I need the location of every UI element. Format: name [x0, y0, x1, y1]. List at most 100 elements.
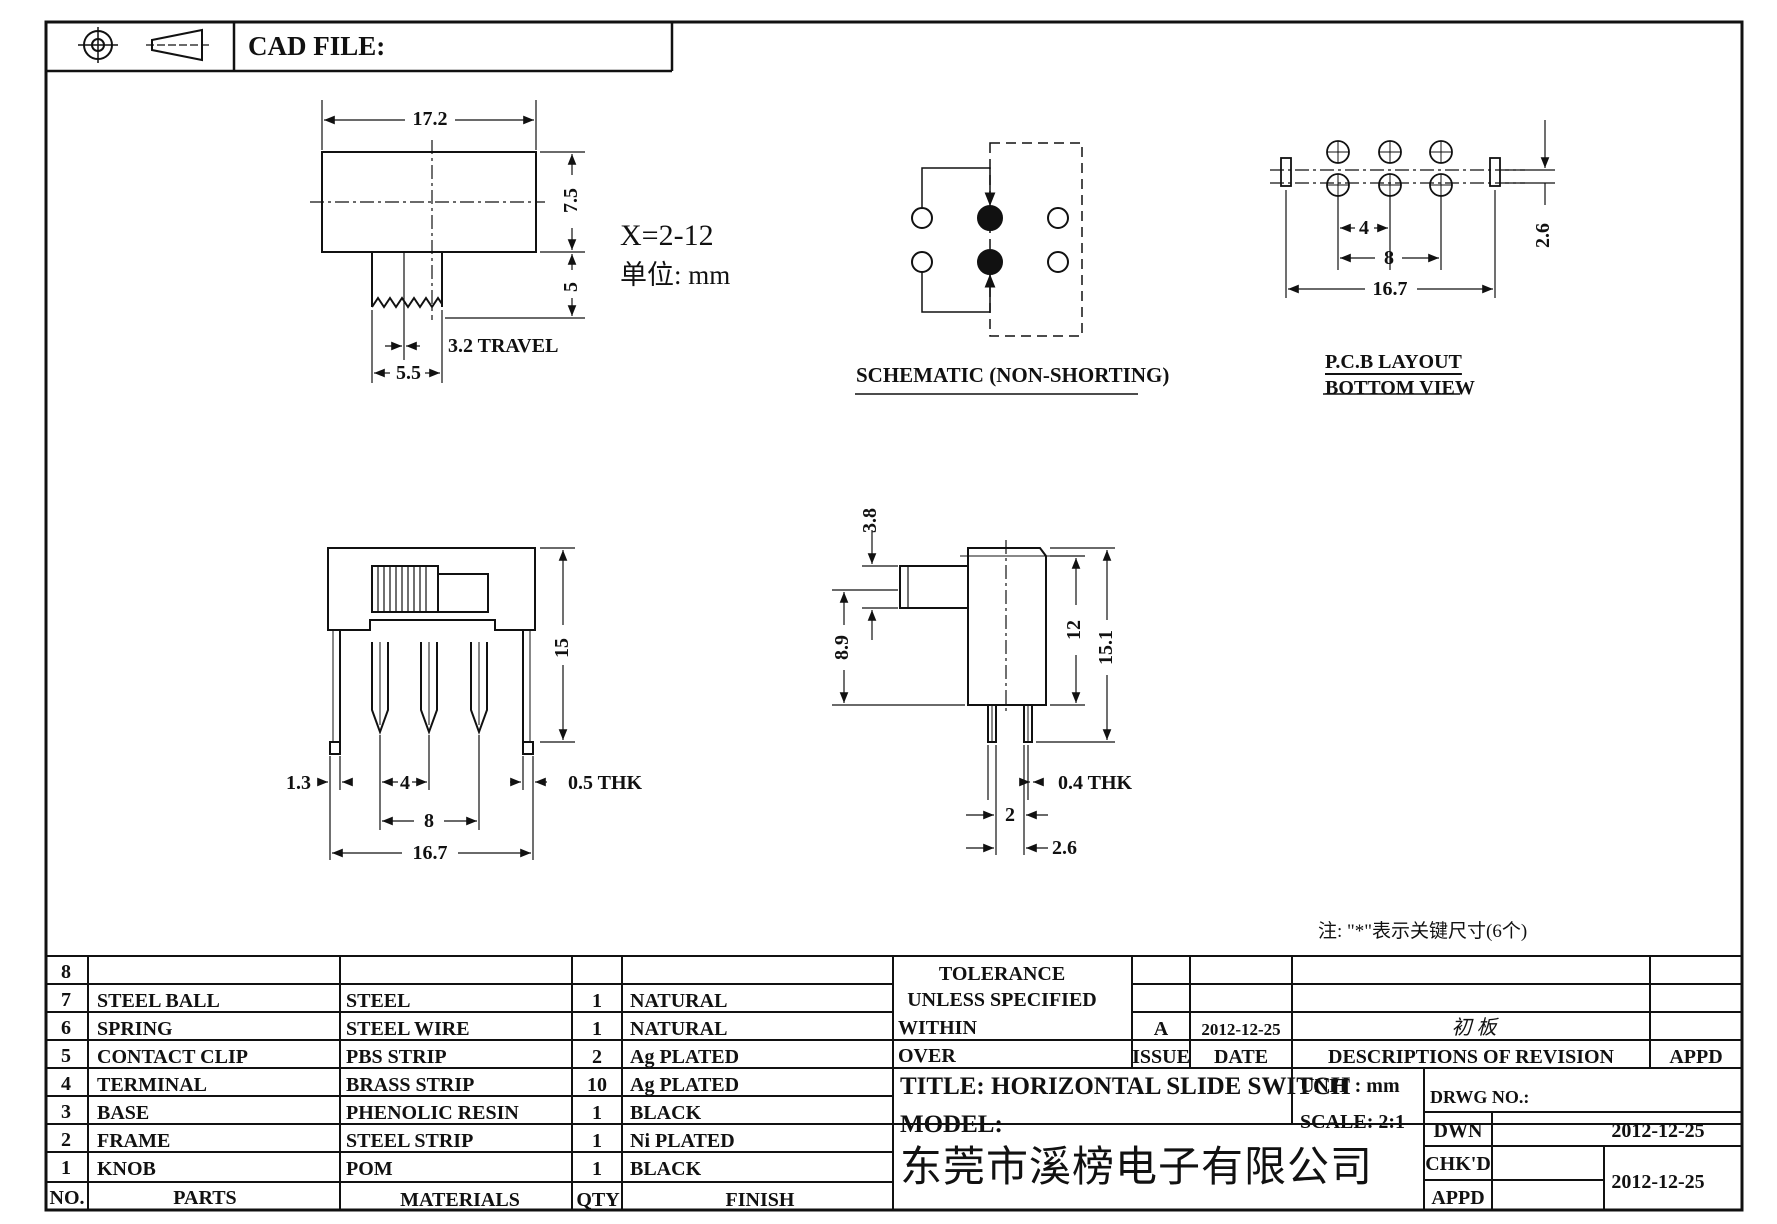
bom-row-material: BRASS STRIP: [346, 1074, 475, 1096]
bom-row-finish: NATURAL: [630, 990, 728, 1012]
pcb-layout: [1270, 120, 1555, 395]
dim-pcb-width: 16.7: [1372, 278, 1408, 300]
bom-row-part: TERMINAL: [97, 1074, 208, 1096]
issue-date: 2012-12-25: [1201, 1020, 1281, 1039]
drawing-title: TITLE: HORIZONTAL SLIDE SWITCH: [900, 1073, 1351, 1100]
bom-row-qty: 1: [592, 1018, 602, 1040]
tolerance-line1: TOLERANCE: [938, 963, 1066, 985]
bom-row-finish: BLACK: [630, 1102, 702, 1124]
tolerance-over: OVER: [898, 1045, 956, 1067]
dim-front-side-offset: 1.3: [286, 772, 311, 794]
revision-label: DESCRIPTIONS OF REVISION: [1328, 1046, 1614, 1068]
bom-row-part: CONTACT CLIP: [97, 1046, 248, 1068]
tolerance-line2: UNLESS SPECIFIED: [907, 989, 1097, 1011]
bom-row-no: 6: [61, 1017, 71, 1039]
chkd-date: 2012-12-25: [1611, 1171, 1705, 1193]
unit-cell: UNIT : mm: [1300, 1075, 1400, 1097]
unit-label: 单位: mm: [620, 260, 731, 290]
dim-pcb-pitch2: 8: [1384, 247, 1394, 269]
title-block-grid: [893, 956, 1742, 1210]
dim-top-knob-width: 5.5: [396, 362, 421, 384]
bom-row-qty: 1: [592, 1102, 602, 1124]
model-label: MODEL:: [900, 1111, 1003, 1138]
bom-row-material: STEEL STRIP: [346, 1130, 474, 1152]
bom-row-no: 8: [61, 961, 71, 983]
bom-table-grid: [46, 955, 1742, 1210]
front-view: [317, 547, 575, 860]
bom-row-qty: 1: [592, 990, 602, 1012]
bom-row-no: 4: [61, 1073, 71, 1095]
x-range-label: X=2-12: [620, 219, 714, 252]
bom-row-material: PHENOLIC RESIN: [346, 1102, 519, 1124]
dim-side-total-height: 15.1: [1095, 630, 1117, 665]
bom-row-no: 7: [61, 989, 71, 1011]
bom-row-material: PBS STRIP: [346, 1046, 447, 1068]
dim-side-body-height: 12: [1063, 620, 1085, 640]
revision-description: 初 板: [1451, 1017, 1497, 1039]
bom-row-part: KNOB: [97, 1158, 156, 1180]
bom-header-material: MATERIALS: [400, 1189, 520, 1211]
bom-row-no: 1: [61, 1157, 71, 1179]
bom-row-part: STEEL BALL: [97, 990, 220, 1012]
date-label: DATE: [1213, 1046, 1269, 1068]
tolerance-within: WITHIN: [898, 1017, 977, 1039]
issue-label: ISSUE: [1132, 1046, 1190, 1068]
dim-side-pin-span: 2.6: [1052, 837, 1077, 859]
crosshair-projection-icon: [78, 27, 118, 63]
cone-projection-icon: [146, 28, 210, 62]
bom-row-material: STEEL WIRE: [346, 1018, 470, 1040]
dim-side-knob-offset: 8.9: [831, 635, 853, 660]
side-view: [832, 530, 1115, 855]
dwn-label: DWN: [1433, 1120, 1483, 1142]
bom-header-finish: FINISH: [725, 1189, 795, 1211]
pcb-caption-line2: BOTTOM VIEW: [1325, 377, 1475, 399]
key-dimension-note: 注: "*"表示关键尺寸(6个): [1318, 921, 1528, 942]
bom-row-finish: NATURAL: [630, 1018, 728, 1040]
bom-row-material: STEEL: [346, 990, 411, 1012]
dim-top-knob-height: 5: [560, 282, 582, 292]
bom-row-qty: 2: [592, 1046, 602, 1068]
dim-front-height: 15: [551, 638, 573, 658]
dim-front-pitch: 4: [400, 772, 410, 794]
bom-header-qty: QTY: [576, 1189, 620, 1211]
bom-header-no: NO.: [49, 1187, 85, 1209]
schematic: [855, 142, 1138, 395]
bom-row-no: 5: [61, 1045, 71, 1067]
top-view: [310, 100, 585, 383]
drawing-number-label: DRWG NO.:: [1430, 1087, 1530, 1107]
bom-row-part: FRAME: [97, 1130, 171, 1152]
bom-row-no: 3: [61, 1101, 71, 1123]
dim-side-knob-height: 3.8: [859, 508, 881, 533]
dim-top-travel: 3.2 TRAVEL: [448, 335, 559, 357]
dim-side-thickness: 0.4 THK: [1058, 772, 1133, 794]
issue-value: A: [1153, 1018, 1169, 1040]
appd-label: APPD: [1669, 1046, 1723, 1068]
bom-row-part: BASE: [97, 1102, 150, 1124]
dim-pcb-row-spacing: 2.6: [1532, 223, 1554, 248]
bom-row-qty: 1: [592, 1158, 602, 1180]
dim-top-body-height: 7.5: [560, 188, 582, 213]
bom-row-finish: Ag PLATED: [630, 1046, 740, 1068]
dim-pcb-pitch: 4: [1359, 217, 1369, 239]
dim-top-width: 17.2: [412, 108, 448, 130]
chkd-label: CHK'D: [1425, 1153, 1491, 1175]
dwn-date: 2012-12-25: [1611, 1120, 1705, 1142]
bom-row-finish: BLACK: [630, 1158, 702, 1180]
bom-row-qty: 10: [587, 1074, 607, 1096]
bom-row-material: POM: [346, 1158, 393, 1180]
bom-row-no: 2: [61, 1129, 71, 1151]
bom-row-finish: Ag PLATED: [630, 1074, 740, 1096]
pcb-caption-line1: P.C.B LAYOUT: [1325, 351, 1462, 373]
cad-file-label: CAD FILE:: [248, 31, 386, 61]
appd2-label: APPD: [1431, 1187, 1485, 1209]
schematic-caption: SCHEMATIC (NON-SHORTING): [856, 363, 1170, 387]
bom-row-part: SPRING: [97, 1018, 173, 1040]
bom-row-finish: Ni PLATED: [630, 1130, 735, 1152]
scale-cell: SCALE: 2:1: [1300, 1111, 1406, 1133]
dim-front-width: 16.7: [412, 842, 448, 864]
company-name: 东莞市溪榜电子有限公司: [900, 1142, 1374, 1191]
bom-header-part: PARTS: [173, 1187, 237, 1209]
bom-row-qty: 1: [592, 1130, 602, 1152]
